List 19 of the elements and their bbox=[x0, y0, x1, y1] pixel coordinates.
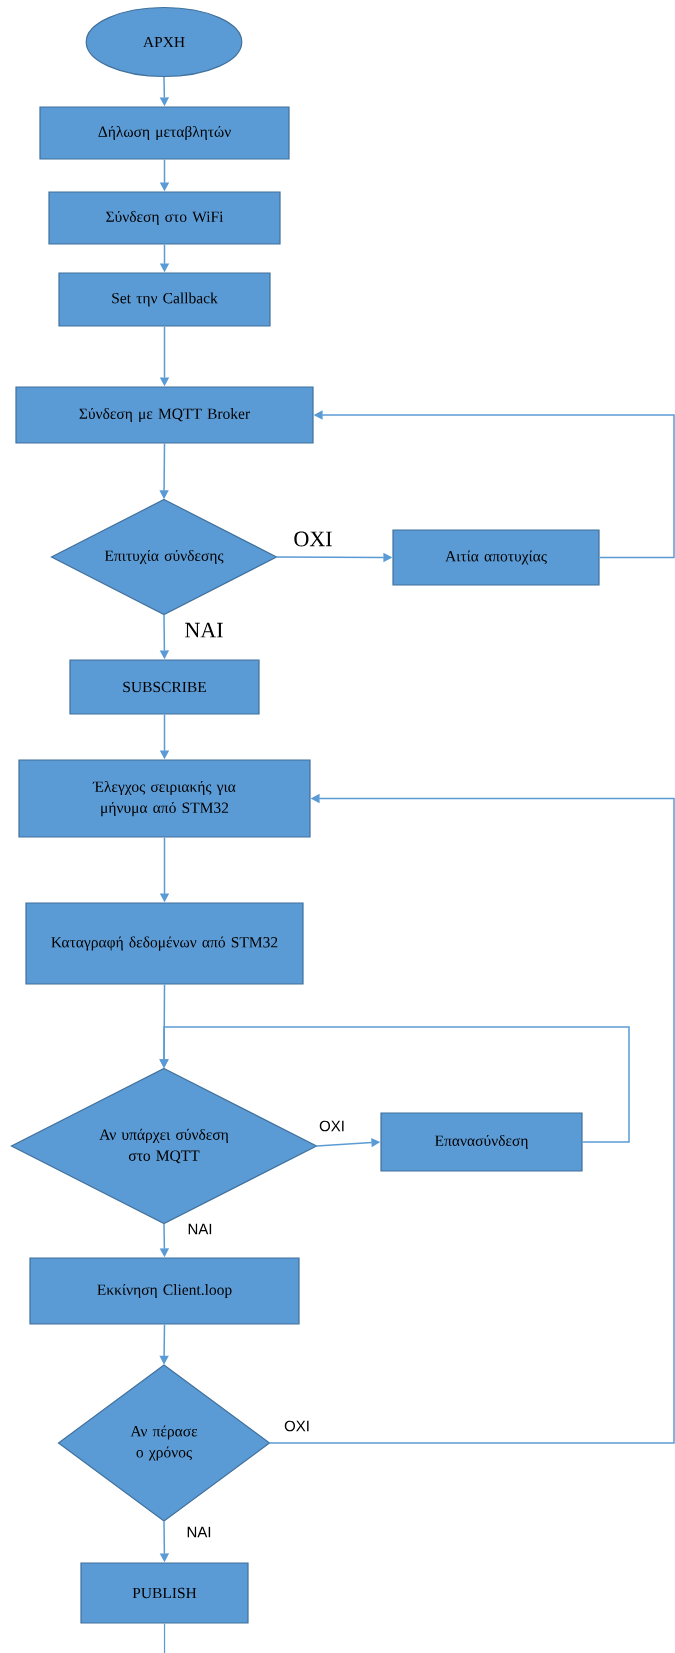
arrow bbox=[159, 1026, 630, 1143]
process-box: Εκκίνηση Client.loop bbox=[29, 1257, 300, 1325]
edge-label: NAI bbox=[185, 1525, 213, 1539]
process-box: Δήλωση μεταβλητών bbox=[39, 106, 290, 160]
process-box: Σύνδεση με MQTT Broker bbox=[15, 386, 314, 444]
edge-label: NAI bbox=[183, 621, 225, 639]
connector-line bbox=[163, 1622, 166, 1653]
edge-label: OXI bbox=[283, 1419, 311, 1433]
process-box: Set την Callback bbox=[58, 272, 271, 327]
edge-label: NAI bbox=[186, 1222, 214, 1236]
process-box: Σύνδεση στο WiFi bbox=[48, 191, 281, 245]
process-box: Καταγραφή δεδομένων από STM32 bbox=[25, 902, 304, 985]
edge-label: OXI bbox=[292, 530, 334, 548]
process-box: PUBLISH bbox=[80, 1562, 249, 1624]
process-box: Έλεγχος σειριακής για μήνυμα από STM32 bbox=[18, 759, 311, 838]
process-box: Επανασύνδεση bbox=[380, 1112, 583, 1172]
edge-label: OXI bbox=[318, 1119, 346, 1133]
process-box: Αιτία αποτυχίας bbox=[392, 529, 600, 586]
process-box: SUBSCRIBE bbox=[69, 659, 260, 715]
